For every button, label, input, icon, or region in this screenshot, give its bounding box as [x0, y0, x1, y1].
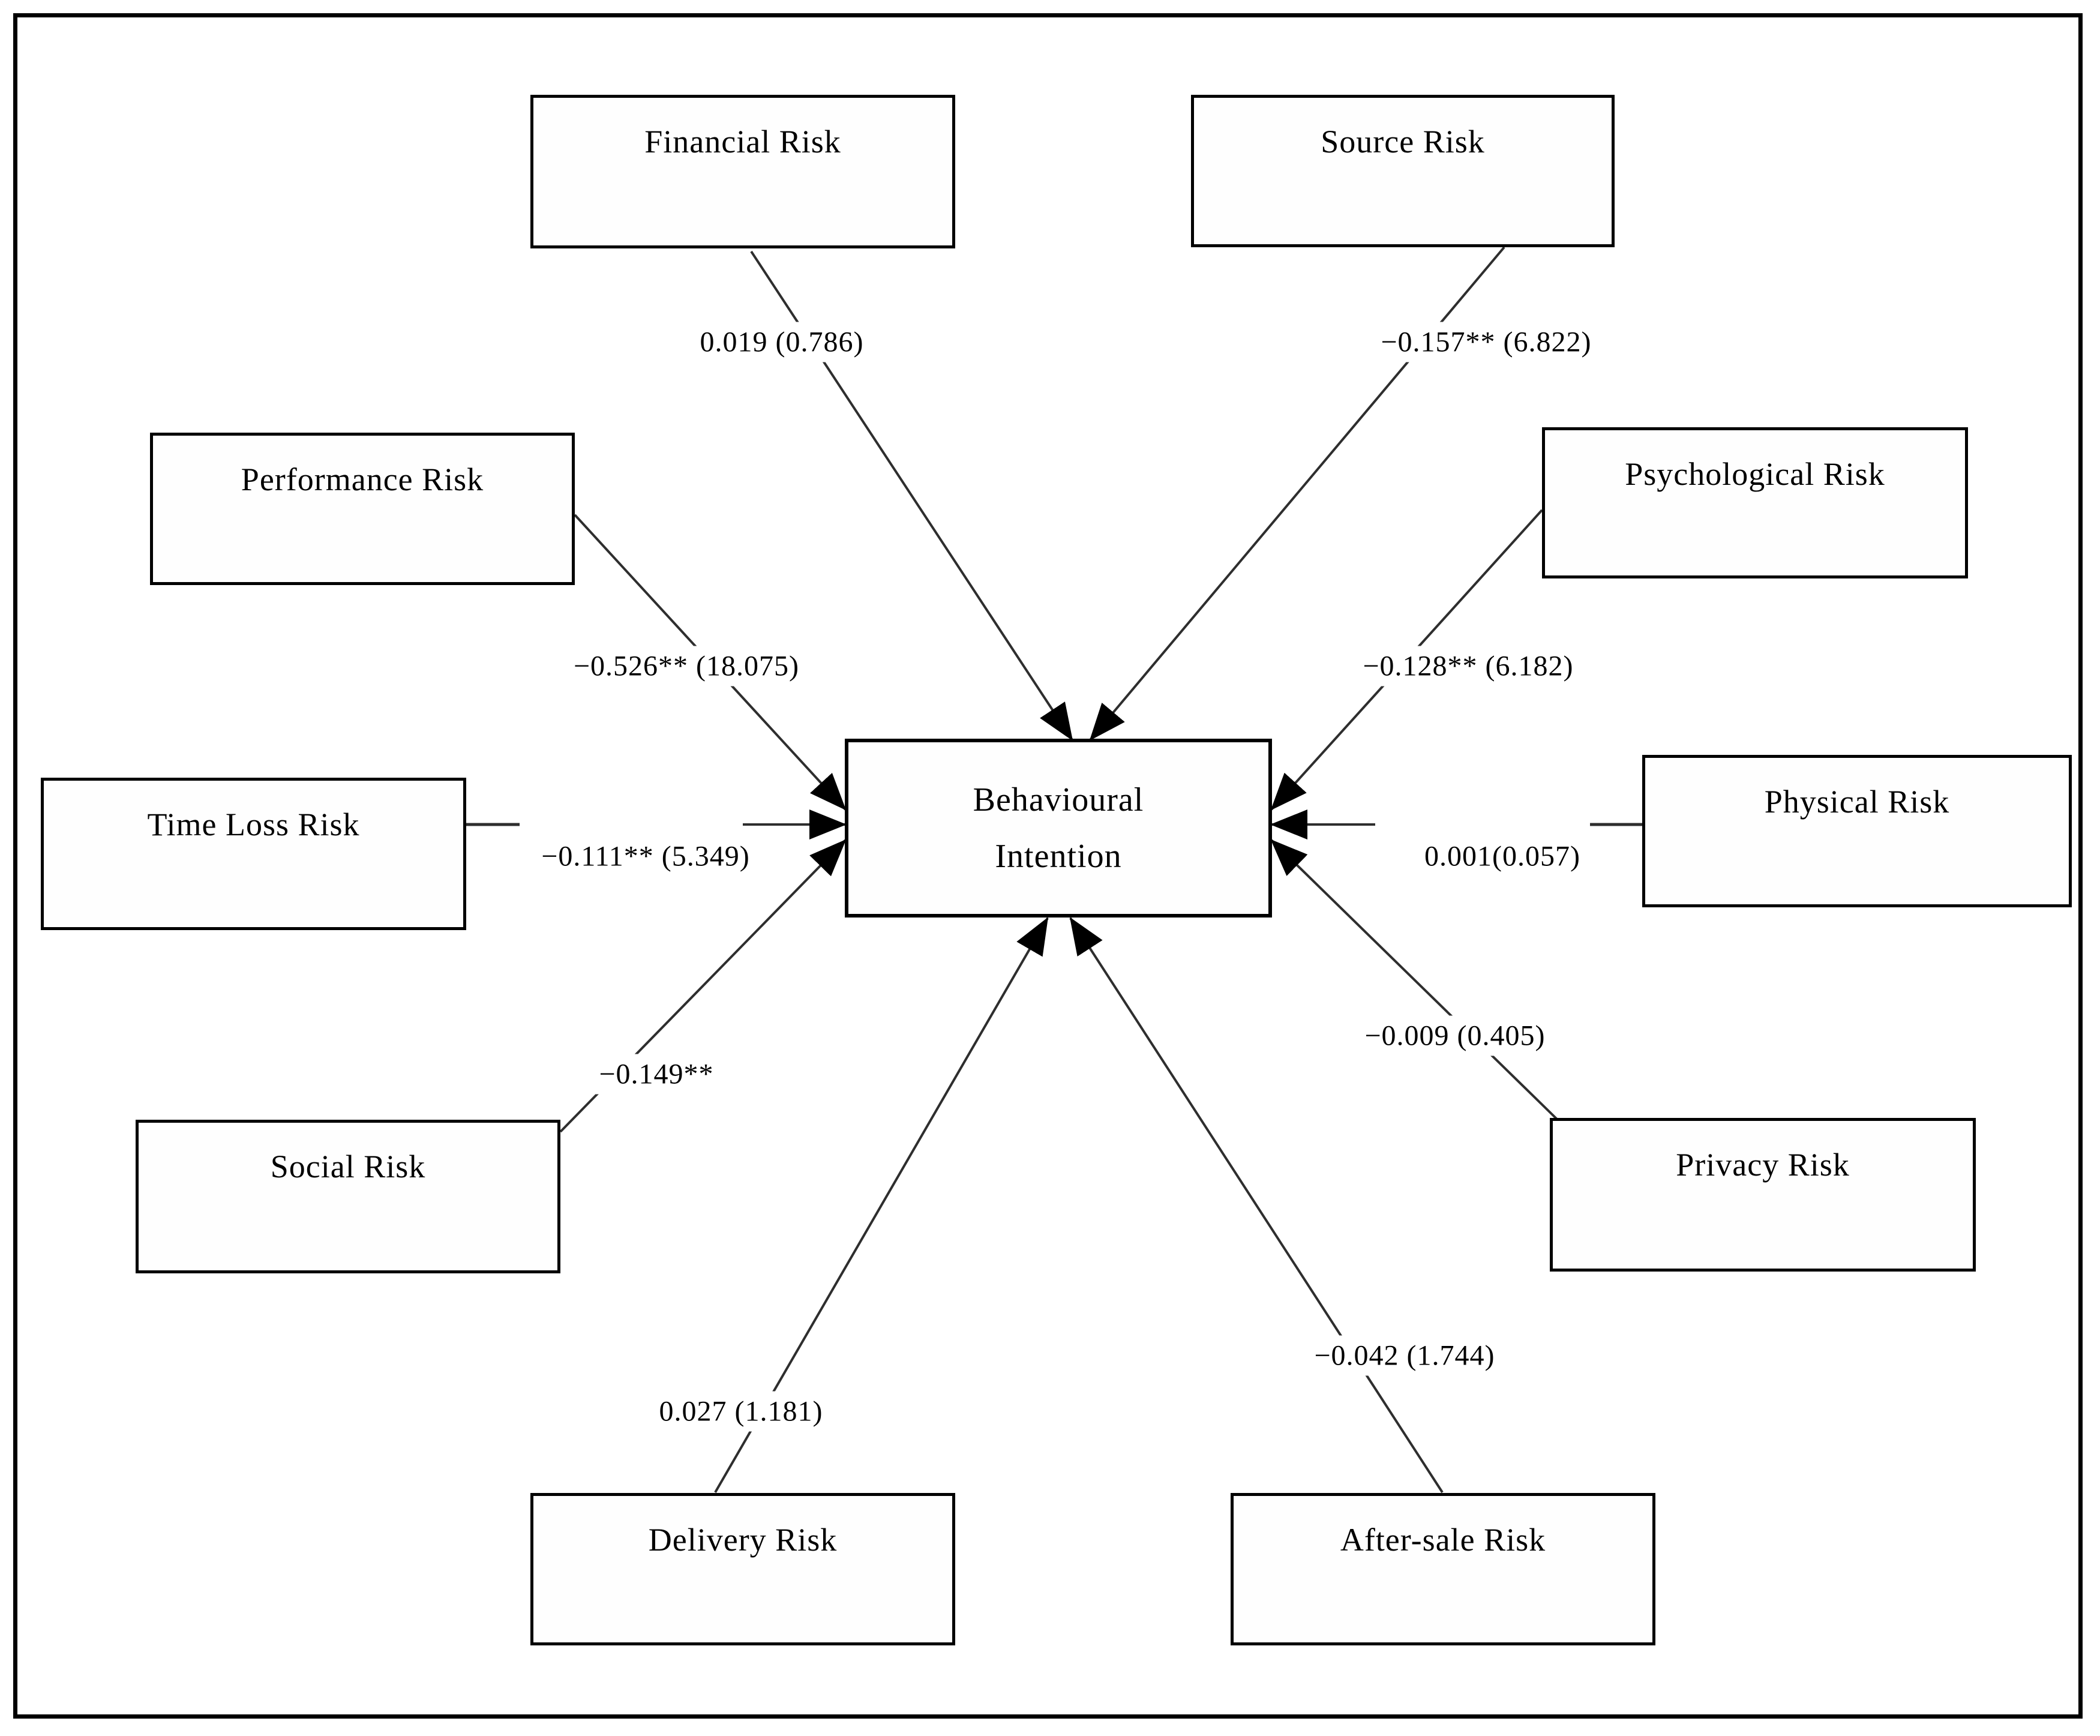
coef-performance: −0.526** (18.075): [563, 646, 809, 686]
node-physical-risk: Physical Risk: [1642, 755, 2072, 907]
connector-aftersale: [1069, 917, 1444, 1494]
node-source-risk: Source Risk: [1191, 95, 1615, 247]
behavioural-intention-line2: Intention: [995, 838, 1122, 875]
node-social-risk: Social Risk: [136, 1120, 560, 1273]
node-performance-risk-label: Performance Risk: [241, 461, 484, 497]
node-time-loss-risk: Time Loss Risk: [41, 778, 466, 930]
node-psychological-risk-label: Psychological Risk: [1625, 456, 1885, 492]
coef-timeloss: −0.111** (5.349): [532, 836, 760, 877]
behavioural-intention-line1: Behavioural: [973, 781, 1144, 818]
coef-social: −0.149**: [589, 1054, 724, 1095]
node-delivery-risk: Delivery Risk: [530, 1493, 955, 1645]
coef-psychological: −0.128** (6.182): [1353, 646, 1583, 686]
coef-financial: 0.019 (0.786): [690, 322, 874, 362]
coef-delivery: 0.027 (1.181): [649, 1391, 833, 1432]
connector-privacy: [1270, 839, 1560, 1122]
node-financial-risk: Financial Risk: [530, 95, 955, 248]
node-financial-risk-label: Financial Risk: [644, 124, 841, 160]
node-source-risk-label: Source Risk: [1321, 124, 1485, 160]
node-psychological-risk: Psychological Risk: [1542, 427, 1968, 578]
coef-privacy: −0.009 (0.405): [1355, 1015, 1555, 1056]
coef-source: −0.157** (6.822): [1371, 322, 1601, 362]
node-after-sale-risk-label: After-sale Risk: [1340, 1522, 1546, 1558]
node-performance-risk: Performance Risk: [150, 433, 575, 585]
node-after-sale-risk: After-sale Risk: [1231, 1493, 1655, 1645]
node-delivery-risk-label: Delivery Risk: [648, 1522, 838, 1558]
node-physical-risk-label: Physical Risk: [1764, 784, 1950, 820]
node-time-loss-risk-label: Time Loss Risk: [147, 806, 360, 842]
node-privacy-risk: Privacy Risk: [1550, 1118, 1976, 1272]
coef-physical: 0.001(0.057): [1415, 836, 1590, 877]
coef-aftersale: −0.042 (1.744): [1304, 1335, 1505, 1376]
figure-border: [13, 13, 2083, 1719]
node-behavioural-intention: Behavioural Intention: [845, 739, 1272, 918]
node-privacy-risk-label: Privacy Risk: [1676, 1147, 1850, 1183]
node-social-risk-label: Social Risk: [270, 1149, 426, 1185]
